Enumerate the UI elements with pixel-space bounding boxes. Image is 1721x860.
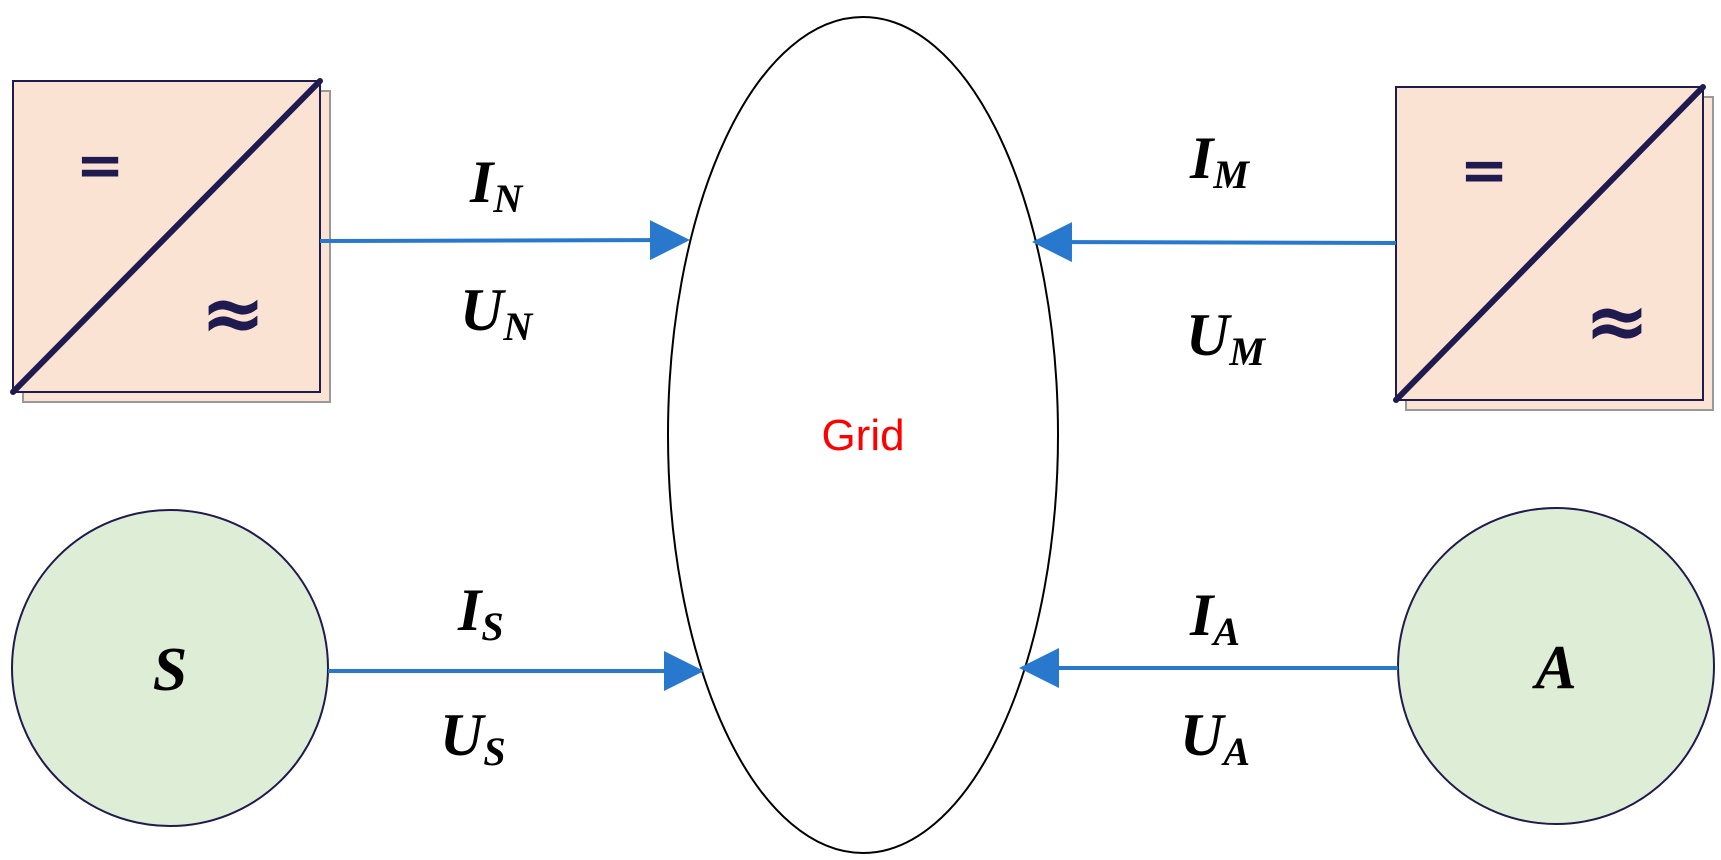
converter-m-ac-symbol: ≈ bbox=[1584, 277, 1649, 367]
current-n-sub: N bbox=[492, 176, 524, 221]
voltage-n-label: UN bbox=[460, 277, 534, 349]
voltage-s-sub: S bbox=[483, 729, 505, 774]
current-a-label: IA bbox=[1189, 582, 1240, 654]
voltage-m-sub: M bbox=[1228, 329, 1266, 374]
source-s: S bbox=[11, 509, 329, 827]
grid-label: Grid bbox=[821, 411, 904, 460]
converter-n: = ≈ bbox=[10, 78, 331, 403]
voltage-a-main: U bbox=[1180, 702, 1226, 768]
converter-m-dc-symbol: = bbox=[1460, 136, 1509, 204]
converter-n-ac-symbol: ≈ bbox=[200, 269, 265, 359]
grid-ellipse bbox=[667, 16, 1059, 854]
converter-n-diagonal bbox=[10, 78, 323, 395]
voltage-s-main: U bbox=[440, 702, 486, 768]
converter-m-diagonal bbox=[1393, 84, 1706, 403]
arrow-m-to-grid bbox=[1032, 222, 1397, 263]
voltage-n-sub: N bbox=[502, 304, 534, 349]
current-n-label: IN bbox=[469, 149, 524, 221]
voltage-s-label: US bbox=[440, 702, 506, 774]
current-m-label: IM bbox=[1189, 125, 1250, 197]
voltage-m-main: U bbox=[1186, 302, 1232, 368]
current-a-sub: A bbox=[1210, 609, 1240, 654]
voltage-a-label: UA bbox=[1180, 702, 1250, 774]
source-s-label: S bbox=[153, 636, 187, 704]
converter-m: = ≈ bbox=[1393, 84, 1714, 411]
current-s-main: I bbox=[457, 577, 484, 643]
voltage-m-label: UM bbox=[1186, 302, 1266, 374]
current-s-label: IS bbox=[457, 577, 504, 649]
current-s-sub: S bbox=[481, 604, 503, 649]
arrow-n-to-grid bbox=[319, 220, 690, 261]
current-a-main: I bbox=[1189, 582, 1216, 648]
source-a-label: A bbox=[1531, 634, 1576, 702]
converter-n-dc-symbol: = bbox=[76, 131, 125, 199]
voltage-a-sub: A bbox=[1220, 729, 1250, 774]
source-s-circle bbox=[11, 509, 329, 827]
current-m-sub: M bbox=[1212, 152, 1250, 197]
current-m-main: I bbox=[1189, 125, 1216, 191]
voltage-n-main: U bbox=[460, 277, 506, 343]
current-n-main: I bbox=[469, 149, 496, 215]
source-a: A bbox=[1397, 507, 1715, 825]
